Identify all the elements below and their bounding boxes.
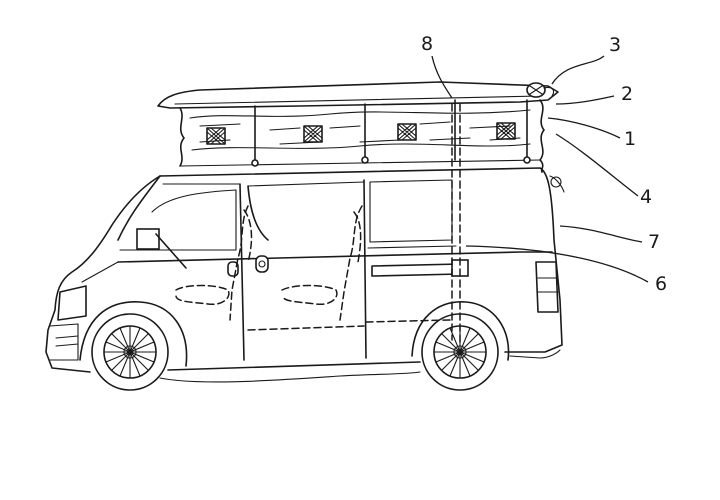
label-ref-1: 1	[624, 128, 636, 150]
roof-shell	[157, 81, 559, 109]
tent-window-1	[206, 127, 226, 145]
roof-hinge	[526, 82, 555, 98]
tent-window-4	[496, 122, 516, 140]
van-body	[45, 167, 565, 383]
label-ref-2: 2	[621, 83, 633, 105]
rear-wheel	[411, 301, 510, 391]
front-wheel	[79, 301, 188, 391]
label-ref-3: 3	[609, 34, 621, 56]
tent-window-2	[303, 125, 323, 143]
tent-bellows	[179, 99, 545, 173]
label-ref-7: 7	[648, 231, 660, 253]
label-ref-8: 8	[421, 33, 433, 55]
interior-hidden-lines	[175, 103, 461, 343]
label-ref-6: 6	[655, 273, 667, 295]
leader-lines	[431, 55, 649, 283]
tent-window-3	[397, 123, 417, 141]
label-ref-4: 4	[640, 186, 652, 208]
